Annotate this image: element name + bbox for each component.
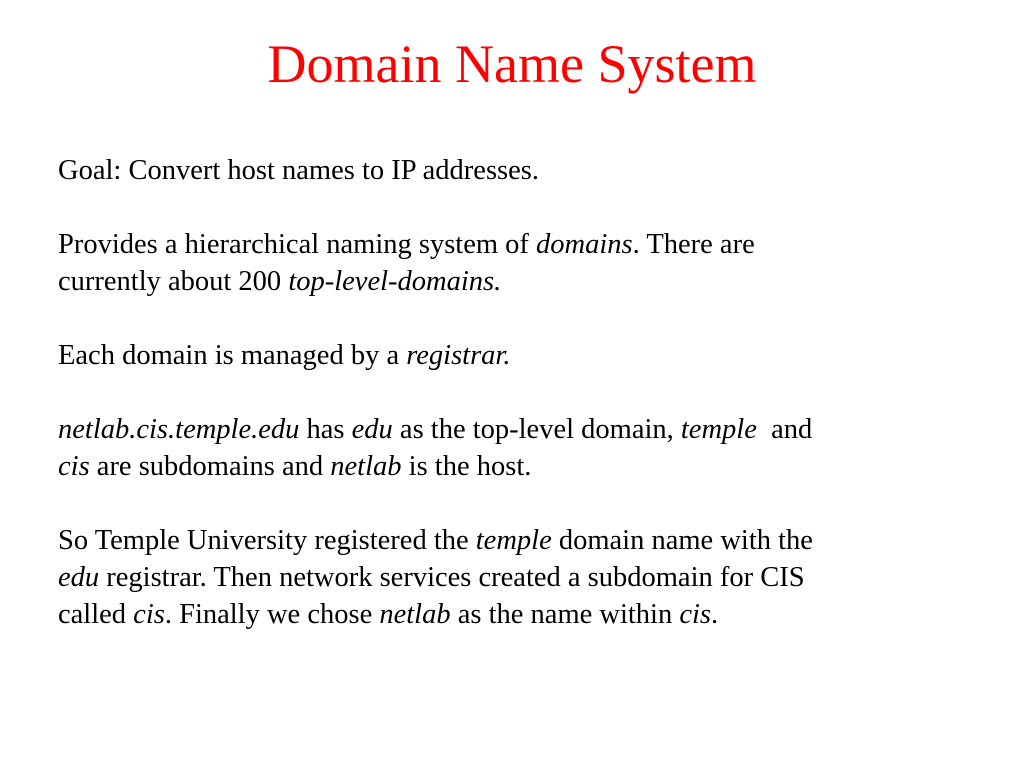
story-text-3c: as the name within	[450, 599, 680, 630]
story-line-1: So Temple University registered the temp…	[58, 522, 988, 559]
example-netlab: netlab	[330, 451, 402, 482]
hierarchy-line-2: currently about 200 top-level-domains.	[58, 263, 988, 300]
example-text-3: and	[756, 414, 813, 445]
domains-term: domains	[536, 229, 633, 260]
example-cis: cis	[58, 451, 90, 482]
example-edu: edu	[351, 414, 393, 445]
hierarchy-text: Provides a hierarchical naming system of	[58, 229, 537, 260]
slide-title: Domain Name System	[267, 34, 757, 94]
story-text-3b: . Finally we chose	[164, 599, 380, 630]
example-text-4: are subdomains and	[89, 451, 331, 482]
example-text-2: as the top-level domain,	[392, 414, 681, 445]
example-hostname: netlab.cis.temple.edu	[58, 414, 300, 445]
example-text-1: has	[299, 414, 352, 445]
story-line-2: edu registrar. Then network services cre…	[58, 559, 988, 596]
story-paragraph: So Temple University registered the temp…	[58, 522, 988, 633]
story-text-3d: .	[711, 599, 719, 630]
example-text-5: is the host.	[401, 451, 532, 482]
story-text-1b: domain name with the	[551, 525, 813, 556]
registrar-text: Each domain is managed by a	[58, 340, 407, 371]
registrar-paragraph: Each domain is managed by a registrar.	[58, 337, 988, 374]
hierarchy-text-2: currently about 200	[58, 266, 289, 297]
story-temple: temple	[475, 525, 552, 556]
story-text-1a: So Temple University registered the	[58, 525, 476, 556]
hierarchy-tail: . There are	[632, 229, 755, 260]
example-paragraph: netlab.cis.temple.edu has edu as the top…	[58, 411, 988, 485]
goal-paragraph: Goal: Convert host names to IP addresses…	[58, 152, 988, 189]
hierarchy-line-1: Provides a hierarchical naming system of…	[58, 226, 988, 263]
story-cis-2: cis	[679, 599, 712, 630]
example-line-1: netlab.cis.temple.edu has edu as the top…	[58, 411, 988, 448]
story-text-2b: registrar. Then network services created…	[99, 562, 805, 593]
slide-body: Goal: Convert host names to IP addresses…	[58, 152, 988, 670]
example-temple: temple	[680, 414, 757, 445]
story-netlab: netlab	[379, 599, 451, 630]
registrar-term: registrar.	[406, 340, 511, 371]
tld-term: top-level-domains.	[288, 266, 502, 297]
story-edu: edu	[58, 562, 100, 593]
goal-text: Goal: Convert host names to IP addresses…	[58, 155, 539, 186]
story-cis: cis	[133, 599, 165, 630]
story-text-3a: called	[58, 599, 134, 630]
hierarchy-paragraph: Provides a hierarchical naming system of…	[58, 226, 988, 300]
example-line-2: cis are subdomains and netlab is the hos…	[58, 448, 988, 485]
story-line-3: called cis. Finally we chose netlab as t…	[58, 596, 988, 633]
